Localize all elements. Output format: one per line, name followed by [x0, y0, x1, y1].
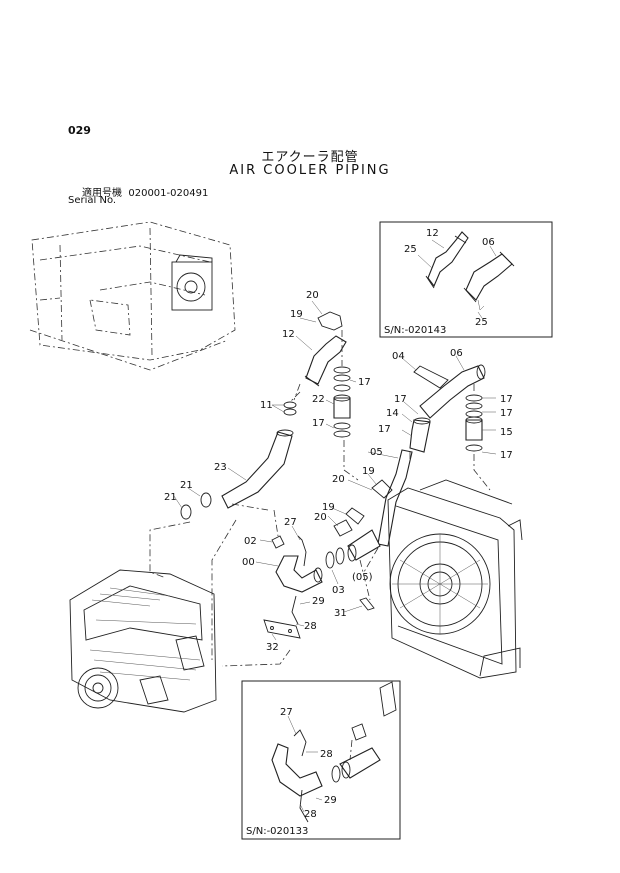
title-english: AIR COOLER PIPING — [229, 163, 391, 178]
callout-17: 17 — [394, 394, 407, 405]
callout-17: 17 — [358, 377, 371, 388]
page-number: 029 — [68, 124, 91, 137]
callout-05-parenthetical: (05) — [352, 572, 373, 583]
callout-05: 05 — [370, 447, 383, 458]
callout-28: 28 — [304, 621, 317, 632]
engine-illustration — [69, 569, 217, 713]
serial-label-en: Serial No. — [68, 195, 117, 206]
inset-bottom-serial: S/N:-020133 — [246, 826, 308, 837]
callout-32: 32 — [266, 642, 279, 653]
callout-11: 11 — [260, 400, 273, 411]
callout-25: 25 — [404, 244, 417, 255]
callout-22: 22 — [312, 394, 325, 405]
serial-range-line: 適用号機 020001-020491 — [82, 184, 208, 199]
callout-06: 06 — [482, 237, 495, 248]
callout-20: 20 — [306, 290, 319, 301]
radiator-and-pipe-05: 05 20 19 — [332, 447, 523, 679]
callout-06: 06 — [450, 348, 463, 359]
callout-23: 23 — [214, 462, 227, 473]
callout-31: 31 — [334, 608, 347, 619]
callout-19: 19 — [322, 502, 335, 513]
callout-14: 14 — [386, 408, 399, 419]
callout-19: 19 — [362, 466, 375, 477]
callout-17: 17 — [312, 418, 325, 429]
callout-15: 15 — [500, 427, 513, 438]
inset-bottom: 27 28 29 28 S/N:-020133 — [241, 680, 401, 840]
callout-28: 28 — [320, 749, 333, 760]
callout-28: 28 — [304, 809, 317, 820]
callout-17: 17 — [500, 450, 513, 461]
inset-top-right: 12 25 06 25 S/N:-020143 — [379, 221, 553, 338]
callout-19: 19 — [290, 309, 303, 320]
callout-00: 00 — [242, 557, 255, 568]
callout-21: 21 — [164, 492, 177, 503]
callout-29: 29 — [324, 795, 337, 806]
callout-12: 12 — [426, 228, 439, 239]
right-upper-pipe-group: 04 06 17 14 17 17 17 15 — [378, 348, 513, 461]
assembly-leader-lines — [149, 383, 491, 667]
inset-top-right-serial: S/N:-020143 — [384, 325, 446, 336]
callout-03: 03 — [332, 585, 345, 596]
callout-04: 04 — [392, 351, 405, 362]
upper-left-pipe-group: 20 19 12 11 23 21 21 — [164, 290, 347, 520]
callout-20: 20 — [332, 474, 345, 485]
callout-17: 17 — [378, 424, 391, 435]
title-japanese: エアクーラ配管 — [261, 150, 359, 165]
callout-27: 27 — [284, 517, 297, 528]
middle-column-parts: 17 22 17 — [312, 330, 371, 438]
callout-25: 25 — [475, 317, 488, 328]
serial-label-jp: 適用号機 — [82, 188, 122, 199]
lower-pipe-group: 19 20 03 (05) 02 27 00 — [242, 502, 381, 653]
callout-29: 29 — [312, 596, 325, 607]
callout-12: 12 — [282, 329, 295, 340]
machine-overview-illustration — [29, 221, 236, 371]
callout-20: 20 — [314, 512, 327, 523]
callout-02: 02 — [244, 536, 257, 547]
serial-range: 020001-020491 — [128, 188, 209, 199]
callout-27: 27 — [280, 707, 293, 718]
callout-17: 17 — [500, 408, 513, 419]
callout-21: 21 — [180, 480, 193, 491]
callout-17: 17 — [500, 394, 513, 405]
